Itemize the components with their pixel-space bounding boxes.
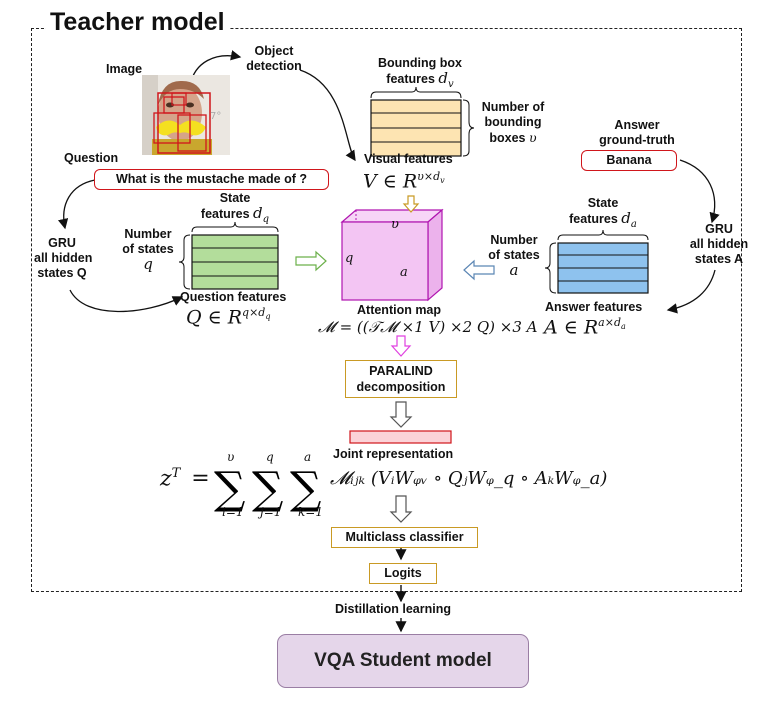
sum-symbol-1: ∑ <box>214 463 245 514</box>
sum2-top: q <box>266 450 274 464</box>
teacher-model-title: Teacher model <box>46 8 229 37</box>
joint-formula-lhs: zT = <box>160 466 210 492</box>
sum3-top: a <box>304 450 312 464</box>
visual-features-label: Visual features <box>364 152 453 166</box>
face-photo: 7° <box>142 75 230 155</box>
cube-side-label: q <box>345 251 354 266</box>
question-features-label: Question features <box>180 290 287 304</box>
visual-features-formula: V ∈ Rυ×dv <box>363 170 445 193</box>
question-state-features-label: State features dq <box>200 191 270 225</box>
distillation-learning-label: Distillation learning <box>333 602 453 617</box>
bounding-box-features-label: Bounding box features dv <box>377 56 462 90</box>
arrow-answer-to-cube <box>463 259 495 281</box>
arrow-gru-to-afeatures <box>666 269 716 314</box>
qfeatures-top-brace <box>191 221 279 233</box>
attention-map-formula: 𝓜 = ((𝒯𝓜 ×1 V) ×2 Q) ×3 A <box>318 318 538 336</box>
sum-symbol-2: ∑ <box>252 463 283 514</box>
question-features-table <box>191 234 279 290</box>
afeatures-top-brace <box>557 229 649 241</box>
arrow-visual-to-cube <box>402 195 420 213</box>
arrow-cube-to-paralind <box>390 335 412 357</box>
cube-front-label: a <box>400 265 408 280</box>
joint-representation-bar <box>349 430 452 444</box>
answer-state-features-label: State features da <box>569 196 637 230</box>
attention-cube <box>340 208 444 302</box>
multiclass-classifier-box: Multiclass classifier <box>331 527 478 548</box>
arrow-banana-to-gru <box>679 159 720 224</box>
vqa-student-model-box: VQA Student model <box>277 634 529 688</box>
sum2-bottom: j=1 <box>260 505 282 519</box>
visual-right-brace <box>462 99 475 157</box>
question-text-box: What is the mustache made of ? <box>94 169 329 190</box>
joint-representation-label: Joint representation <box>333 447 454 461</box>
arrow-question-to-gru <box>57 179 96 230</box>
visual-features-table <box>370 99 462 157</box>
image-label: Image <box>106 62 143 76</box>
sum1-bottom: i=1 <box>222 505 244 519</box>
joint-formula-body: 𝓜ᵢⱼₖ (VᵢWᵩᵥ ∘ QⱼWᵩ_q ∘ AₖWᵩ_a) <box>330 468 608 489</box>
attention-map-label: Attention map <box>357 303 442 317</box>
afeatures-left-brace <box>544 242 557 294</box>
svg-text:7°: 7° <box>210 111 221 122</box>
arrow-gru-to-qfeatures <box>69 289 184 313</box>
arrow-detection-to-visual <box>299 69 356 162</box>
paralind-decomposition-box: PARALIND decomposition <box>345 360 457 398</box>
answer-features-table <box>557 242 649 294</box>
question-features-formula: Q ∈ Rq×dq <box>186 306 271 329</box>
arrow-question-to-cube <box>295 250 327 272</box>
arrow-joint-to-classifier <box>389 495 413 523</box>
input-image: 7° <box>142 75 230 155</box>
question-label: Question <box>64 151 119 165</box>
visual-top-brace <box>370 86 462 99</box>
sum3-bottom: k=1 <box>298 505 323 519</box>
answer-features-label: Answer features <box>545 300 643 314</box>
sum-symbol-3: ∑ <box>290 463 321 514</box>
cube-top-label: υ <box>391 217 399 232</box>
answer-features-formula: A ∈ Ra×da <box>544 316 626 339</box>
answer-value-box: Banana <box>581 150 677 171</box>
arrow-paralind-to-joint <box>389 401 413 428</box>
logits-box: Logits <box>369 563 437 584</box>
sum1-top: υ <box>227 450 235 464</box>
qfeatures-left-brace <box>178 234 191 290</box>
teacher-model-region <box>31 28 742 592</box>
